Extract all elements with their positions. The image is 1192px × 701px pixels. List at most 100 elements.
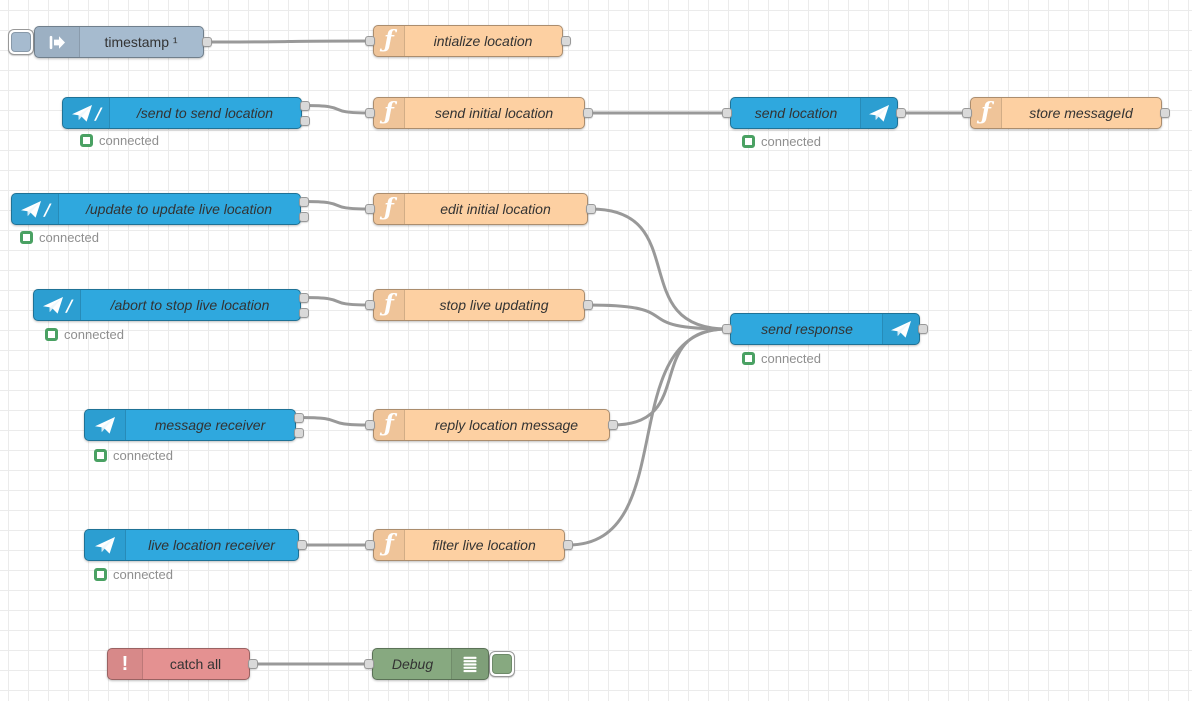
port-in[interactable] <box>365 108 375 118</box>
node-status: connected <box>94 448 173 463</box>
wire[interactable] <box>303 104 372 115</box>
status-text: connected <box>64 327 124 342</box>
status-text: connected <box>113 448 173 463</box>
node-tg-live-location-receiver[interactable]: live location receiver <box>84 529 299 561</box>
status-text: connected <box>39 230 99 245</box>
node-status: connected <box>742 134 821 149</box>
port-out[interactable] <box>300 100 310 111</box>
port-out[interactable] <box>300 115 310 126</box>
debug-toggle-button-fill <box>492 654 512 674</box>
node-label: reply location message <box>434 417 579 433</box>
node-label: send response <box>761 321 853 337</box>
wire[interactable] <box>566 327 729 547</box>
function-icon: ƒ <box>374 26 405 56</box>
port-out[interactable] <box>561 36 571 46</box>
function-icon: ƒ <box>374 194 405 224</box>
paper-plane-icon <box>882 314 919 344</box>
port-in[interactable] <box>365 540 375 550</box>
node-label: edit initial location <box>440 201 551 217</box>
status-text: connected <box>113 567 173 582</box>
wire[interactable] <box>589 207 729 331</box>
node-label: intialize location <box>433 33 533 49</box>
status-connected-icon <box>94 449 107 462</box>
node-func-intialize-location[interactable]: ƒ intialize location <box>373 25 563 57</box>
node-cmd-update[interactable]: //update to update live location <box>11 193 301 225</box>
port-in[interactable] <box>365 300 375 310</box>
port-out[interactable] <box>1160 108 1170 118</box>
node-label: timestamp ¹ <box>104 34 178 50</box>
wire[interactable] <box>302 296 372 307</box>
port-out[interactable] <box>583 300 593 310</box>
node-cmd-abort[interactable]: //abort to stop live location <box>33 289 301 321</box>
port-in[interactable] <box>962 108 972 118</box>
function-glyph: ƒ <box>384 410 394 437</box>
debug-toggle-button[interactable] <box>489 651 515 677</box>
port-out[interactable] <box>896 108 906 118</box>
wire[interactable] <box>297 416 372 427</box>
inject-button-fill <box>11 32 31 52</box>
function-icon: ƒ <box>374 530 405 560</box>
node-cmd-send[interactable]: //send to send location <box>62 97 302 129</box>
port-out[interactable] <box>583 108 593 118</box>
port-out[interactable] <box>294 427 304 438</box>
port-in[interactable] <box>365 420 375 430</box>
node-func-reply-location-message[interactable]: ƒ reply location message <box>373 409 610 441</box>
inject-button[interactable] <box>8 29 34 55</box>
node-status: connected <box>80 133 159 148</box>
port-in[interactable] <box>364 659 374 669</box>
node-label: filter live location <box>432 537 536 553</box>
node-label: /send to send location <box>136 105 274 121</box>
debug-list-icon <box>451 649 488 679</box>
function-icon: ƒ <box>374 290 405 320</box>
port-out[interactable] <box>297 540 307 550</box>
status-connected-icon <box>94 568 107 581</box>
port-in[interactable] <box>722 108 732 118</box>
function-icon: ƒ <box>971 98 1002 128</box>
node-label: message receiver <box>154 417 266 433</box>
port-out[interactable] <box>563 540 573 550</box>
status-text: connected <box>761 134 821 149</box>
node-tg-send-response[interactable]: send response <box>730 313 920 345</box>
port-in[interactable] <box>722 324 732 334</box>
paper-plane-icon <box>85 530 126 560</box>
exclamation-icon: ! <box>108 649 143 679</box>
port-out[interactable] <box>299 292 309 303</box>
wire[interactable] <box>205 39 372 44</box>
port-out[interactable] <box>299 211 309 222</box>
status-connected-icon <box>742 135 755 148</box>
node-inject-timestamp[interactable]: timestamp ¹ <box>34 26 204 58</box>
port-in[interactable] <box>365 36 375 46</box>
status-connected-icon <box>20 231 33 244</box>
wire[interactable] <box>302 200 372 211</box>
node-catch-all[interactable]: ! catch all <box>107 648 250 680</box>
port-out[interactable] <box>918 324 928 334</box>
function-glyph: ƒ <box>981 98 991 125</box>
status-connected-icon <box>45 328 58 341</box>
node-tg-send-location[interactable]: send location <box>730 97 898 129</box>
wire[interactable] <box>586 303 729 331</box>
port-out[interactable] <box>299 307 309 318</box>
node-func-edit-initial-location[interactable]: ƒ edit initial location <box>373 193 588 225</box>
inject-arrow-icon <box>35 27 80 57</box>
node-status: connected <box>45 327 124 342</box>
port-out[interactable] <box>299 196 309 207</box>
port-out[interactable] <box>202 37 212 47</box>
port-out[interactable] <box>294 412 304 423</box>
node-status: connected <box>94 567 173 582</box>
port-out[interactable] <box>608 420 618 430</box>
wire[interactable] <box>611 327 729 427</box>
node-debug[interactable]: Debug <box>372 648 489 680</box>
node-label: catch all <box>169 656 222 672</box>
port-out[interactable] <box>248 659 258 669</box>
paper-plane-icon <box>85 410 126 440</box>
node-func-filter-live-location[interactable]: ƒ filter live location <box>373 529 565 561</box>
status-text: connected <box>761 351 821 366</box>
port-out[interactable] <box>586 204 596 214</box>
port-in[interactable] <box>365 204 375 214</box>
node-tg-message-receiver[interactable]: message receiver <box>84 409 296 441</box>
